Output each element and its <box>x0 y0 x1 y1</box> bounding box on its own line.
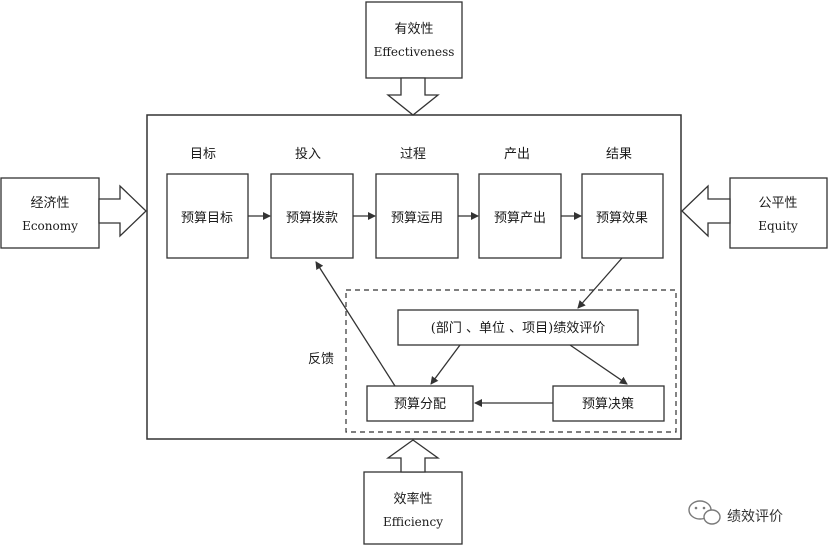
hollow-arrow-bottom <box>385 439 441 473</box>
process-box-effect: 预算效果 <box>581 173 664 259</box>
watermark-text: 绩效评价 <box>727 509 783 525</box>
dimension-equity: 公平性 Equity <box>729 177 828 249</box>
evaluation-box-label: (部门 、单位 、项目)绩效评价 <box>431 321 605 336</box>
decision-box: 预算决策 <box>552 385 665 422</box>
dimension-effectiveness: 有效性 Effectiveness <box>365 1 463 79</box>
watermark: 绩效评价 <box>688 500 783 525</box>
decision-box-label: 预算决策 <box>582 396 634 412</box>
process-box-output: 预算产出 <box>478 173 562 259</box>
stage-label-process: 过程 <box>400 147 426 162</box>
stage-label-output: 产出 <box>504 147 530 162</box>
hollow-arrow-top <box>386 77 440 116</box>
evaluation-region <box>345 289 677 433</box>
feedback-label: 反馈 <box>308 352 334 367</box>
dimension-effectiveness-en: Effectiveness <box>374 45 455 59</box>
hollow-arrow-left <box>98 184 147 238</box>
dimension-efficiency: 效率性 Efficiency <box>363 471 463 545</box>
process-box-appropriation-label: 预算拨款 <box>286 211 338 226</box>
dimension-economy-cn: 经济性 <box>30 196 69 211</box>
wechat-icon <box>688 500 721 525</box>
dimension-economy: 经济性 Economy <box>0 177 100 249</box>
process-box-use: 预算运用 <box>375 173 459 259</box>
process-box-appropriation: 预算拨款 <box>270 173 354 259</box>
dimension-efficiency-cn: 效率性 <box>393 491 432 507</box>
process-box-effect-label: 预算效果 <box>596 211 648 226</box>
arrow-effect-to-evaluation <box>577 257 623 309</box>
arrow-evaluation-to-allocation <box>430 344 461 385</box>
hollow-arrow-right <box>681 184 731 238</box>
process-box-use-label: 预算运用 <box>391 211 443 226</box>
allocation-box-label: 预算分配 <box>394 397 446 412</box>
dimension-equity-cn: 公平性 <box>758 196 797 211</box>
dimension-efficiency-en: Efficiency <box>383 515 443 529</box>
arrow-allocation-to-appropriation <box>315 261 396 387</box>
arrow-evaluation-to-decision <box>569 344 628 385</box>
process-box-goal-label: 预算目标 <box>181 211 233 226</box>
dimension-economy-en: Economy <box>22 219 78 233</box>
process-box-goal: 预算目标 <box>166 173 249 259</box>
allocation-box: 预算分配 <box>366 385 474 422</box>
evaluation-box: (部门 、单位 、项目)绩效评价 <box>397 309 639 346</box>
stage-label-input: 投入 <box>295 146 321 162</box>
stage-label-outcome: 结果 <box>606 147 632 162</box>
dimension-effectiveness-cn: 有效性 <box>394 22 433 37</box>
dimension-equity-en: Equity <box>758 219 798 233</box>
process-box-output-label: 预算产出 <box>494 211 546 226</box>
stage-label-goal: 目标 <box>190 147 216 162</box>
